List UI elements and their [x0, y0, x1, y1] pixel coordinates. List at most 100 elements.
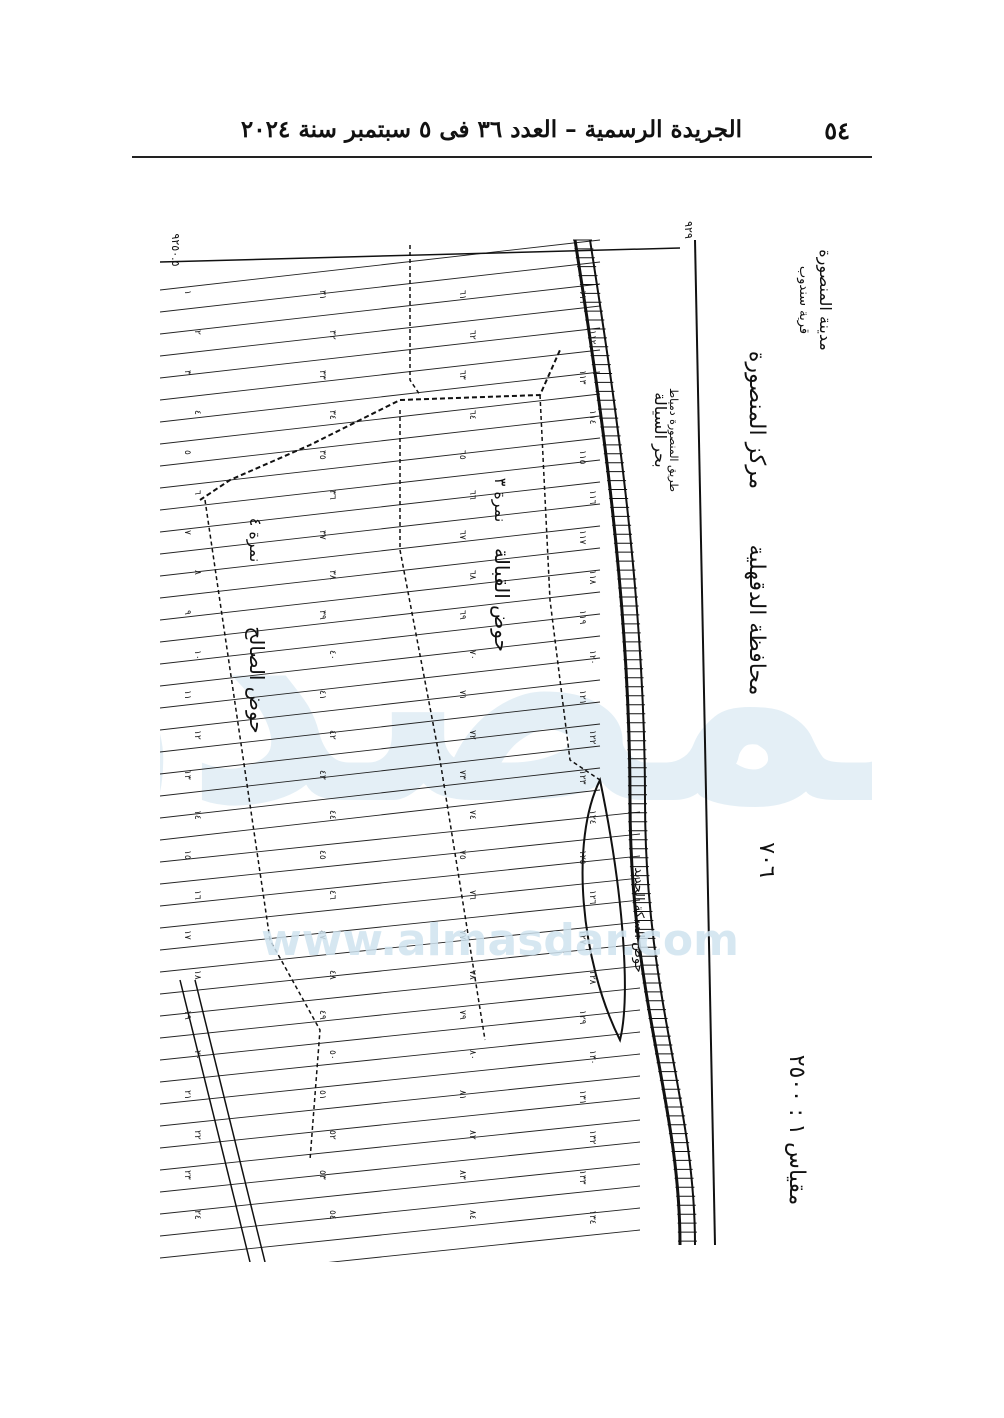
parcel-line [159, 877, 641, 929]
parcel-number: ٤٢ [327, 730, 337, 740]
parcel-line [159, 1009, 641, 1061]
parcel-number: ٧٨ [467, 970, 477, 980]
parcel-number: ٧٢ [467, 730, 477, 740]
parcel-number: ٧٧ [457, 930, 467, 940]
parcel-number: ١٢٢ [587, 730, 597, 745]
parcel-number: ٣٢ [327, 330, 337, 340]
parcel-line [159, 415, 601, 467]
canal-label: طريق المنصورة دمياط [666, 388, 680, 492]
parcel-line [159, 1031, 641, 1083]
parcel-number: ١٢٧ [577, 930, 587, 945]
scale-label: مقياس ١ : ٢٥٠٠ [784, 1055, 809, 1206]
parcel-line [159, 855, 641, 907]
village-label: قرية سندوب [796, 266, 811, 334]
parcel-number: ٣٦ [327, 490, 337, 500]
parcel-number: ١١٩ [577, 610, 587, 625]
drain-boundary [409, 245, 421, 396]
page-header: ٥٤ الجريدة الرسمية – العدد ٣٦ فى ٥ سبتمب… [132, 110, 872, 158]
parcel-line [159, 1185, 641, 1237]
parcel-number: ١٣٠ [587, 1050, 597, 1065]
parcel-line [159, 393, 601, 445]
parcel-number: ٥ [182, 450, 192, 455]
parcel-number: ١١٤ [587, 410, 597, 425]
parcel-line [159, 569, 601, 621]
parcel-number: ٧٣ [457, 770, 467, 780]
parcel-line [159, 459, 601, 511]
parcel-number: ٧١ [457, 690, 467, 700]
parcel-line [159, 525, 601, 577]
parcel-number: ٩ [182, 610, 192, 615]
parcel-number: ٣٥ [317, 450, 327, 460]
parcel-number: ٦٣ [457, 370, 467, 380]
gazette-title: الجريدة الرسمية – العدد ٣٦ فى ٥ سبتمبر س… [240, 116, 742, 143]
parcel-number: ٥٣ [317, 1170, 327, 1180]
parcel-number: ٨٤ [467, 1210, 477, 1220]
parcel-number: ٦٩ [457, 610, 467, 620]
map-border-right [694, 239, 716, 1246]
parcel-number: ٨٢ [467, 1130, 477, 1140]
parcel-number: ٦١ [457, 290, 467, 300]
parcel-number: ٤٧ [317, 930, 327, 940]
parcel-number: ٣٧ [317, 530, 327, 540]
parcel-number: ١٣ [182, 770, 192, 780]
parcel-number: ٤٠ [327, 650, 337, 660]
parcel-number: ٨ [192, 570, 202, 575]
parcel-number: ١١ [182, 690, 192, 700]
parcel-number: ٥٤ [327, 1210, 337, 1220]
grid-top-label: ٩٢٩ [682, 221, 695, 239]
watermark-url: www.almasdar.com [261, 915, 739, 966]
parcel-number: ١٣٣ [577, 1170, 587, 1185]
map-background [160, 200, 872, 1262]
parcel-number: ٣١ [317, 290, 327, 300]
parcel-number: ١٢٠ [587, 650, 597, 665]
parcel-line [159, 371, 601, 423]
governorate-label: محافظة الدقهلية [744, 545, 769, 696]
parcel-number: ١١٣ [577, 370, 587, 385]
page-number: ٥٤ [824, 116, 850, 145]
parcel-number: ١٢٨ [587, 970, 597, 985]
parcel-number: ١٣١ [577, 1090, 587, 1105]
parcel-number: ١٢٦ [587, 890, 597, 905]
railway-line [573, 239, 682, 1246]
map-border-top [159, 247, 681, 263]
parcel-number: ٧٠ [467, 650, 477, 660]
parcel-line [159, 1141, 641, 1193]
parcel-number: ٤٩ [317, 1010, 327, 1020]
parcel-line [159, 679, 601, 731]
parcel-number: ٤١ [317, 690, 327, 700]
parcel-number: ٤٤ [327, 810, 337, 820]
parcel-number: ١٢١ [577, 690, 587, 705]
parcel-number: ٣٣ [317, 370, 327, 380]
parcel-number: ١١١ [577, 290, 587, 305]
parcel-number: ١٣٤ [587, 1210, 597, 1225]
parcel-line [159, 745, 601, 797]
parcel-number: ١١٥ [577, 450, 587, 465]
parcel-number: ١٤ [192, 810, 202, 820]
parcel-number: ٨٣ [457, 1170, 467, 1180]
parcel-line [159, 437, 601, 489]
parcel-number: ١ [182, 290, 192, 295]
parcel-number: ٣٨ [327, 570, 337, 580]
parcel-number: ٢٢ [192, 1130, 202, 1140]
parcel-number: ٦٤ [467, 410, 477, 420]
basin-south-number: نمرة ٤ [245, 518, 265, 563]
parcel-line [159, 1075, 641, 1127]
parcel-number: ١٠ [192, 650, 202, 660]
parcel-line [159, 789, 601, 841]
parcel-number: ٥٠ [327, 1050, 337, 1060]
sheet-number-label: ٧٠٦ [754, 842, 779, 877]
parcel-line [159, 899, 641, 951]
parcel-line [159, 657, 601, 709]
parcel-number: ١٩ [182, 1010, 192, 1020]
parcel-number: ٢ [192, 330, 202, 335]
parcel-line [159, 547, 601, 599]
parcel-number: ٦ [192, 490, 202, 495]
parcel-line [159, 1053, 641, 1105]
parcel-labels: ١٢٣٤٥٦٧٨٩١٠١١١٢١٣١٤١٥١٦١٧١٨١٩٢٠٢١٢٢٢٣٢٤٣… [182, 290, 597, 1225]
parcel-line [159, 283, 601, 335]
parcel-strips [159, 239, 697, 1281]
parcel-number: ١٦ [192, 890, 202, 900]
parcel-number: ٧٦ [467, 890, 477, 900]
basin-south-label: حوض الصالح [245, 626, 269, 733]
parcel-number: ٤٥ [317, 850, 327, 860]
